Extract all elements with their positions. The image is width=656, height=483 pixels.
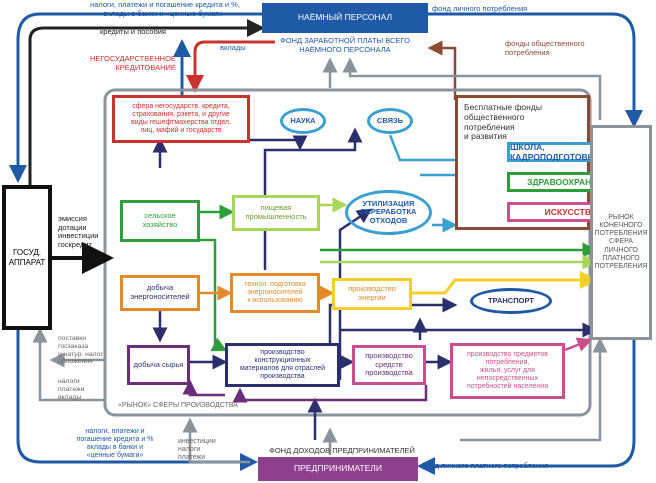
supplies-label: поставки госзаказа и натур. налог обложе…: [58, 335, 103, 366]
income-fund-label: ФОНД ДОХОДОВ ПРЕДПРИНИМАТЕЛЕЙ: [269, 446, 415, 455]
nonstate-sphere-box: сфера негосударств. кредита, страхования…: [112, 95, 250, 143]
gov-apparatus-box: ГОСУД. АППАРАТ: [2, 185, 52, 330]
taxes-bottom-label: налоги, платежи и погашение кредита и % …: [76, 428, 154, 460]
gov-emission-label: эмиссия дотации инвестиции госкредит: [58, 214, 99, 249]
communication-oval: СВЯЗЬ: [367, 108, 413, 134]
entrepreneurs-box: ПРЕДПРИНИМАТЕЛИ: [258, 457, 418, 481]
means-prod-box: производство средств производства: [352, 345, 426, 385]
raw-mining-box: добыча сырья: [127, 345, 190, 385]
taxes-top-label: налоги, платежи и погашение кредита и %,…: [90, 0, 240, 18]
science-oval: НАУКА: [280, 108, 326, 134]
hired-staff-box: НАЁМНЫЙ ПЕРСОНАЛ: [262, 3, 428, 33]
energy-mining-box: добыча энергоносителей: [120, 275, 200, 311]
consumer-goods-box: производство предметов потребления, жиль…: [450, 343, 565, 399]
market-sphere-label: «РЫНОК» СФЕРЫ ПРОИЗВОДСТВА: [118, 402, 238, 409]
construction-box: производство конструкционных материалов …: [225, 343, 340, 387]
transport-oval: ТРАНСПОРТ: [470, 288, 552, 314]
wage-fund-label: ФОНД ЗАРАБОТНОЙ ПЛАТЫ ВСЕГО НАЁМНОГО ПЕР…: [280, 36, 410, 54]
credits-benefits-label: кредиты и пособия: [100, 27, 166, 36]
agriculture-box: сельское хозяйство: [120, 200, 200, 242]
investments-label: инвестиции налоги платежи: [178, 438, 216, 462]
market-consumer-box: РЫНОК КОНЕЧНОГО ПОТРЕБЛЕНИЯ СФЕРА ЛИЧНОГ…: [590, 125, 652, 340]
food-industry-box: пищевая промышленность: [232, 195, 320, 231]
recycling-oval: УТИЛИЗАЦИЯ ПЕРЕРАБОТКА ОТХОДОВ: [345, 190, 432, 235]
personal-fund-label: фонд личного потребления: [432, 4, 528, 13]
public-fund-label: фонды общественного потребления: [505, 39, 585, 57]
inner-taxes-label: налоги платежи вклады: [58, 378, 85, 401]
deposits-label: вклады: [220, 43, 246, 52]
paid-fund-label: фонд личного платного потребления: [420, 461, 549, 470]
energy-prod-box: производство энергии: [332, 278, 412, 310]
nonstate-credit-label: НЕГОСУДАРСТВЕННОЕ КРЕДИТОВАНИЕ: [90, 54, 176, 72]
energy-prep-box: технол. подготовка энергоносителей к исп…: [230, 273, 320, 313]
